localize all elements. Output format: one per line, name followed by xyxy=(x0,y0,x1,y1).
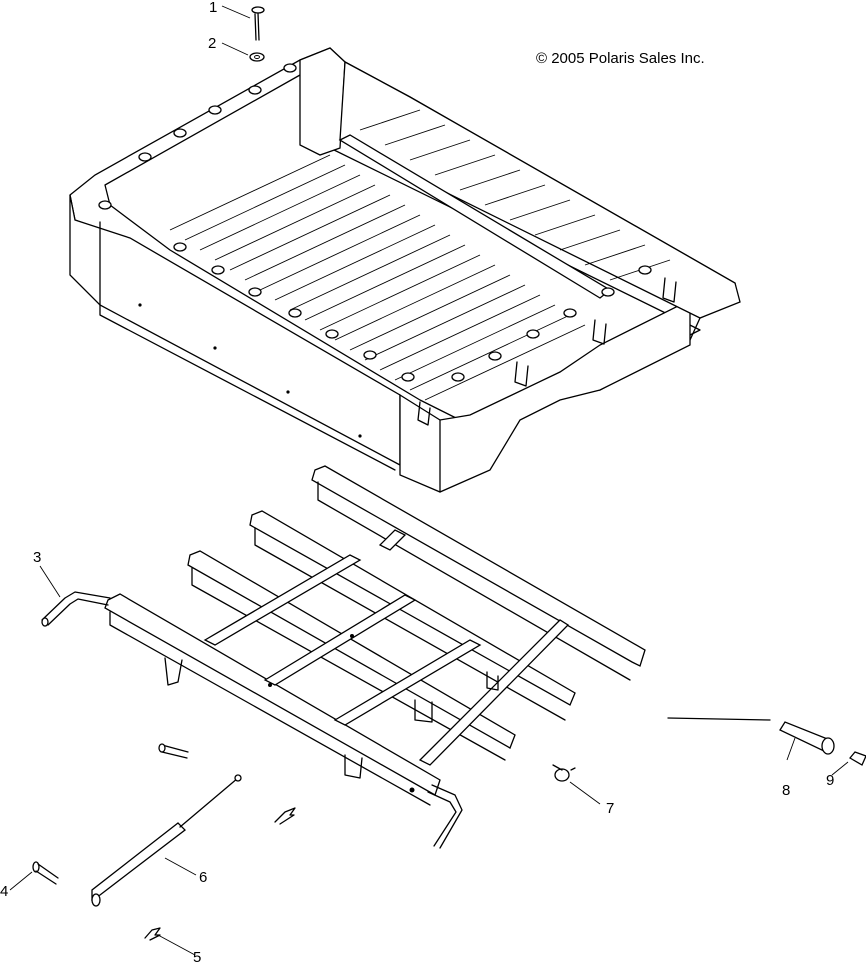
leader-lines xyxy=(9,5,849,956)
part-5-clip xyxy=(144,927,161,941)
part-1-bolt xyxy=(251,6,265,41)
part-3-handle xyxy=(41,591,111,627)
callout-8: 8 xyxy=(782,782,791,799)
callout-1: 1 xyxy=(209,0,218,16)
callout-4: 4 xyxy=(0,883,9,900)
box-frame xyxy=(104,465,646,806)
callout-7: 7 xyxy=(606,800,615,817)
callout-5: 5 xyxy=(193,949,202,966)
part-7-knob xyxy=(552,764,576,782)
cargo-box xyxy=(69,47,741,493)
callout-6: 6 xyxy=(199,869,208,886)
copyright-notice: © 2005 Polaris Sales Inc. xyxy=(536,50,705,67)
part-6-gas-strut xyxy=(91,774,242,907)
callout-9: 9 xyxy=(826,772,835,789)
part-8-pivot xyxy=(779,721,835,755)
callout-2: 2 xyxy=(208,35,217,52)
part-2-washer xyxy=(249,52,265,62)
part-9-bushing xyxy=(849,751,866,766)
callout-3: 3 xyxy=(33,549,42,566)
part-4-pin xyxy=(32,861,59,885)
